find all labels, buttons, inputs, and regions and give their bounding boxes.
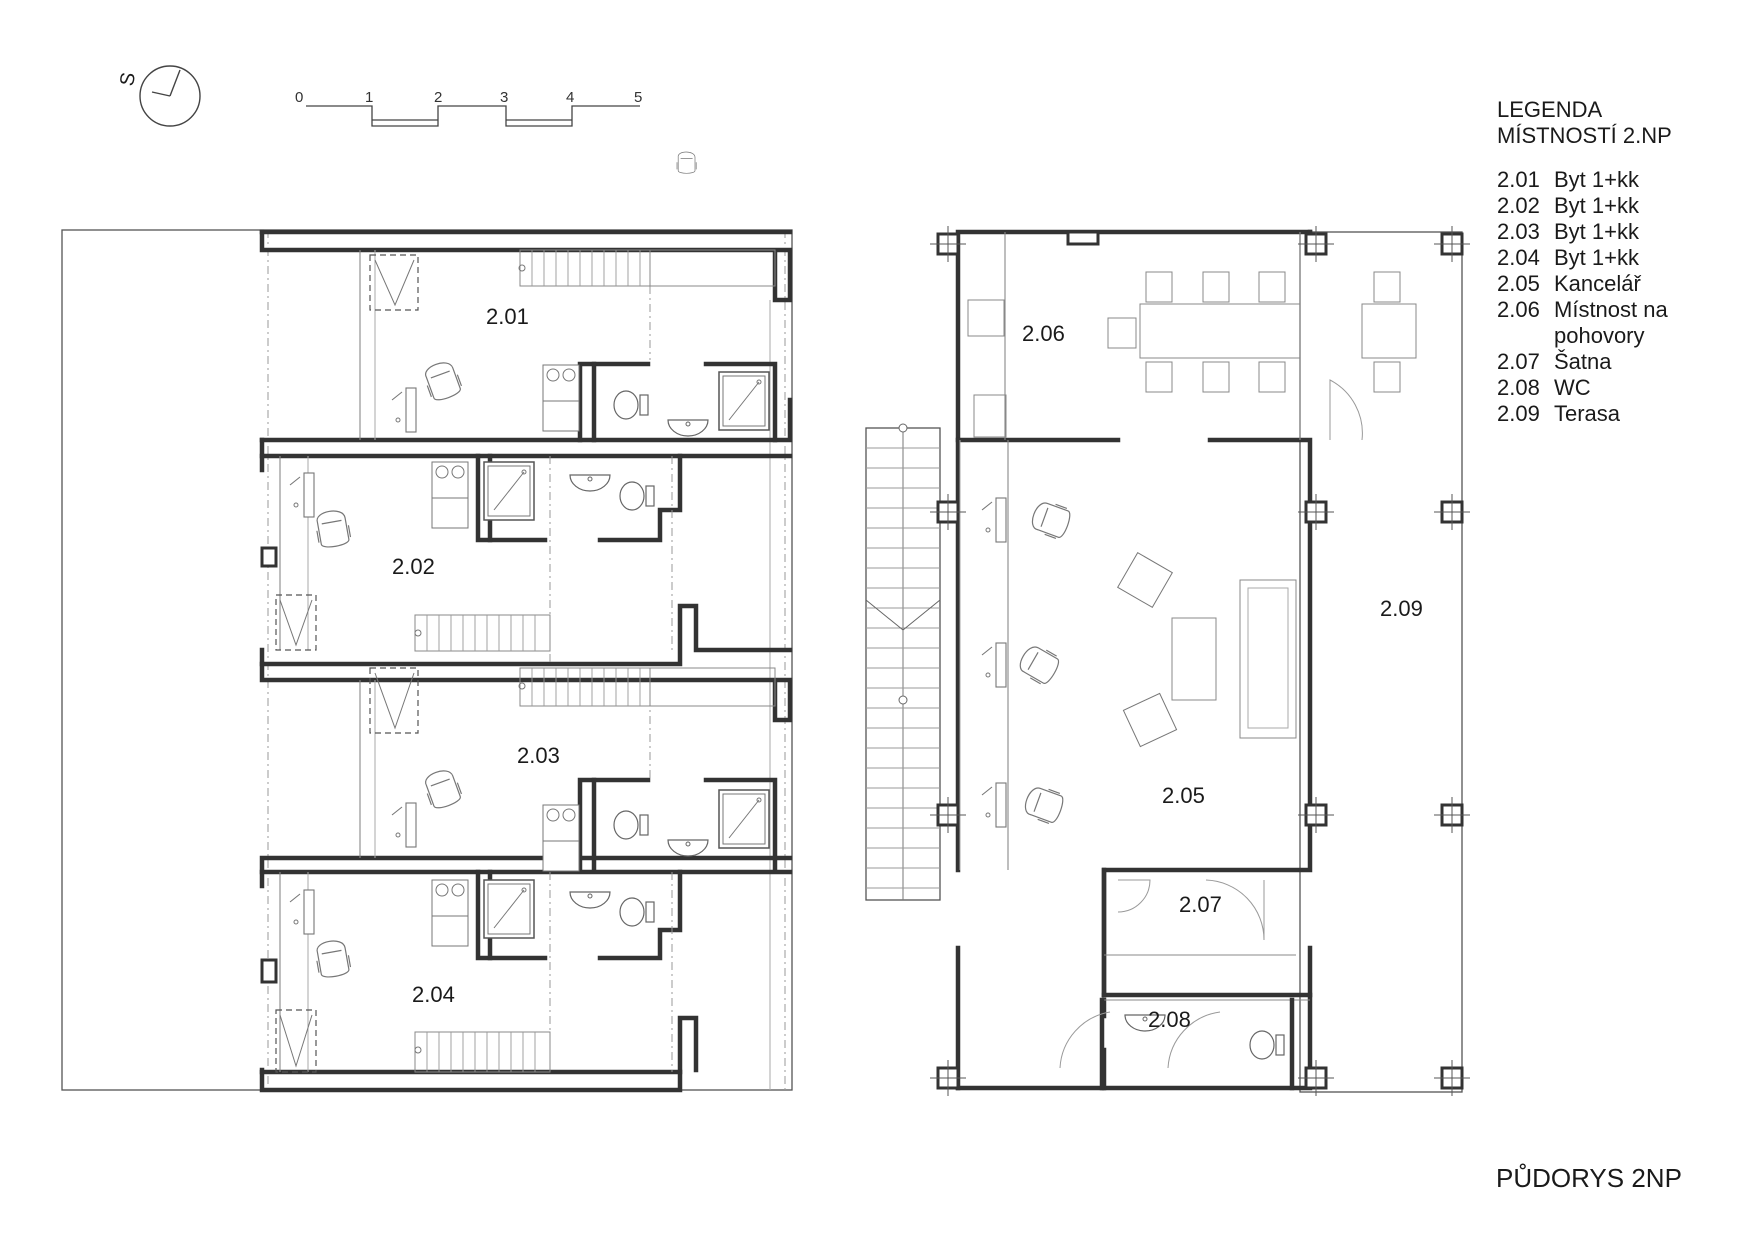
room-label-2-05: 2.05 [1162,783,1205,808]
legend-name: Terasa [1554,401,1621,426]
legend-name: Kancelář [1554,271,1641,296]
scale-tick-1: 1 [365,89,373,106]
legend-code: 2.07 [1497,349,1540,374]
room-label-2-07: 2.07 [1179,892,1222,917]
room-label-2-04: 2.04 [412,982,455,1007]
legend-code: 2.02 [1497,193,1540,218]
legend-name: Byt 1+kk [1554,219,1639,244]
scale-tick-0: 0 [295,89,303,106]
legend-item: 2.08 WC [1497,375,1704,401]
legend-code: 2.06 [1497,297,1540,322]
scale-bar: 0 1 2 3 4 5 [295,89,642,127]
legend-item: 2.03 Byt 1+kk [1497,219,1704,245]
legend-item: 2.01 Byt 1+kk [1497,167,1704,193]
legend-item: 2.09 Terasa [1497,401,1704,427]
legend-item: 2.04 Byt 1+kk [1497,245,1704,271]
legend-item: 2.05 Kancelář [1497,271,1704,297]
legend-name: WC [1554,375,1591,400]
legend-code: 2.03 [1497,219,1540,244]
legend-code: 2.08 [1497,375,1540,400]
legend-name: Místnost na pohovory [1554,297,1668,348]
scale-tick-5: 5 [634,89,642,106]
legend-code: 2.05 [1497,271,1540,296]
room-label-2-09: 2.09 [1380,596,1423,621]
legend-title-line-2: MÍSTNOSTÍ 2.NP [1497,123,1672,148]
legend-code: 2.01 [1497,167,1540,192]
right-building [676,151,1472,1098]
central-staircase [865,423,941,901]
legend-name: Byt 1+kk [1554,193,1639,218]
legend-name: Šatna [1554,349,1612,374]
legend-code: 2.09 [1497,401,1540,426]
legend-name: Byt 1+kk [1554,167,1639,192]
scale-tick-4: 4 [566,89,574,106]
left-building [61,229,793,1093]
legend-name: Byt 1+kk [1554,245,1639,270]
legend-item: 2.02 Byt 1+kk [1497,193,1704,219]
room-label-2-02: 2.02 [392,554,435,579]
room-label-2-08: 2.08 [1148,1007,1191,1032]
scale-tick-2: 2 [434,89,442,106]
legend-title: LEGENDA MÍSTNOSTÍ 2.NP [1497,97,1704,149]
north-arrow-label: S [116,71,140,88]
sheet-title: PŮDORYS 2NP [1496,1163,1682,1193]
room-label-2-06: 2.06 [1022,321,1065,346]
north-arrow: S [116,65,201,127]
legend-item: 2.06 Místnost na pohovory [1497,297,1704,349]
room-label-2-01: 2.01 [486,304,529,329]
legend-title-line-1: LEGENDA [1497,97,1603,122]
room-label-2-03: 2.03 [517,743,560,768]
scale-tick-3: 3 [500,89,508,106]
legend-item: 2.07 Šatna [1497,349,1704,375]
legend-code: 2.04 [1497,245,1540,270]
